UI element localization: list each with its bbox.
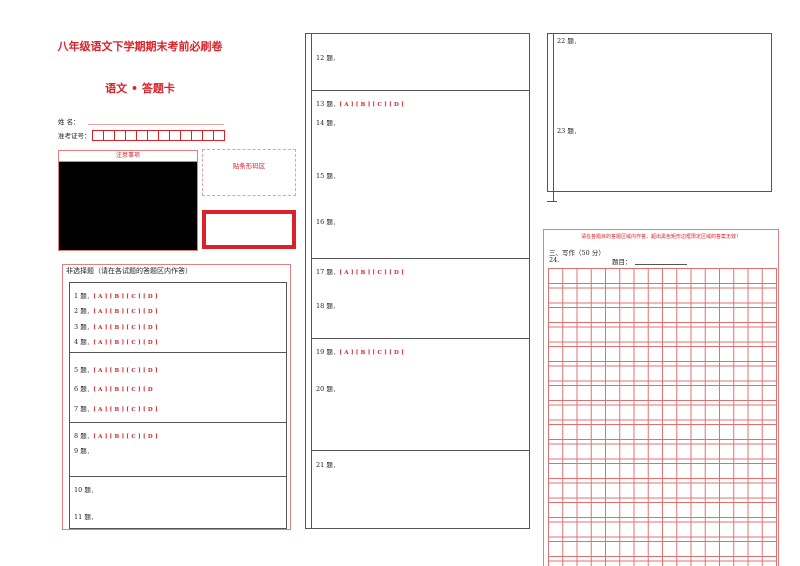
question-12[interactable]: 12 题． [316, 54, 340, 62]
notice-title: 注意事项 [59, 151, 197, 162]
question-19[interactable]: 19 题．[ A ] [ B ] [ C ] [ D ] [316, 346, 404, 356]
question-11[interactable]: 11 题． [74, 513, 98, 521]
answer-options[interactable]: [ A ] [ B ] [ C ] [ D ] [93, 294, 158, 300]
divider [69, 352, 287, 353]
question-label: 7 题． [74, 405, 94, 413]
mcq-section: 非选择题（请在各试题的答题区内作答） [62, 264, 291, 530]
topic-field[interactable] [635, 264, 687, 265]
question-label: 19 题． [316, 348, 340, 356]
name-field[interactable] [88, 124, 224, 125]
question-6[interactable]: 6 题．[ A ] [ B ] [ C ] [ D [74, 383, 153, 393]
answer-options[interactable]: [ A ] [ B ] [ C ] [ D ] [93, 368, 158, 374]
column-2-box [311, 33, 530, 529]
question-label: 3 题． [74, 323, 94, 331]
exam-no-label: 准考证号： [58, 132, 91, 140]
question-3[interactable]: 3 题．[ A ] [ B ] [ C ] [ D ] [74, 321, 158, 331]
answer-options[interactable]: [ A ] [ B ] [ C ] [ D ] [339, 350, 404, 356]
barcode-area: 贴条形码区 [202, 149, 296, 196]
question-24-label: 24. [549, 256, 560, 264]
divider [69, 476, 287, 477]
name-label: 姓 名： [58, 118, 80, 126]
divider [69, 422, 287, 423]
topic-label: 题目： [612, 258, 632, 266]
question-15[interactable]: 15 题． [316, 172, 340, 180]
question-9[interactable]: 9 题． [74, 447, 94, 455]
answer-options[interactable]: [ A ] [ B ] [ C ] [ D ] [93, 309, 158, 315]
answer-options[interactable]: [ A ] [ B ] [ C ] [ D ] [93, 434, 158, 440]
question-20[interactable]: 20 题． [316, 385, 340, 393]
question-label: 8 题． [74, 432, 94, 440]
column-3-inner-edge [553, 33, 554, 201]
notice-content-block [59, 162, 197, 250]
composition-grid[interactable] [548, 268, 777, 566]
writing-warning: 请在各题目的答题区域内作答，超出黑色矩形边框限定区域的答案无效！ [580, 234, 741, 240]
absent-mark-box[interactable] [202, 210, 296, 249]
question-5[interactable]: 5 题．[ A ] [ B ] [ C ] [ D ] [74, 364, 158, 374]
question-22[interactable]: 22 题． [557, 37, 581, 45]
page-title: 八年级语文下学期期末考前必刷卷 [57, 40, 223, 53]
question-label: 1 题． [74, 292, 94, 300]
question-10[interactable]: 10 题． [74, 486, 98, 494]
question-label: 2 题． [74, 307, 94, 315]
question-14[interactable]: 14 题． [316, 119, 340, 127]
writing-section [543, 229, 779, 566]
answer-options[interactable]: [ A ] [ B ] [ C ] [ D ] [339, 270, 404, 276]
question-16[interactable]: 16 题． [316, 218, 340, 226]
question-label: 4 题． [74, 338, 94, 346]
question-21[interactable]: 21 题． [316, 461, 340, 469]
question-label: 5 题． [74, 366, 94, 374]
question-7[interactable]: 7 题．[ A ] [ B ] [ C ] [ D ] [74, 403, 158, 413]
column-3-box [547, 33, 772, 192]
mcq-section-title: 非选择题（请在各试题的答题区内作答） [66, 267, 192, 275]
divider [311, 338, 530, 339]
column-2-outer-edge [305, 33, 311, 529]
question-17[interactable]: 17 题．[ A ] [ B ] [ C ] [ D ] [316, 266, 404, 276]
answer-options[interactable]: [ A ] [ B ] [ C ] [ D ] [339, 102, 404, 108]
question-4[interactable]: 4 题．[ A ] [ B ] [ C ] [ D ] [74, 336, 158, 346]
question-18[interactable]: 18 题． [316, 302, 340, 310]
divider [311, 90, 530, 91]
notice-box: 注意事项 [58, 150, 198, 251]
writing-section-title: 三、写作（50 分） [549, 249, 605, 257]
answer-options[interactable]: [ A ] [ B ] [ C ] [ D ] [93, 407, 158, 413]
question-8[interactable]: 8 题．[ A ] [ B ] [ C ] [ D ] [74, 430, 158, 440]
question-2[interactable]: 2 题．[ A ] [ B ] [ C ] [ D ] [74, 305, 158, 315]
answer-options[interactable]: [ A ] [ B ] [ C ] [ D [93, 387, 153, 393]
mcq-answer-box [69, 282, 287, 529]
answer-options[interactable]: [ A ] [ B ] [ C ] [ D ] [93, 325, 158, 331]
divider [311, 450, 530, 451]
question-1[interactable]: 1 题．[ A ] [ B ] [ C ] [ D ] [74, 290, 158, 300]
divider [311, 258, 530, 259]
question-label: 17 题． [316, 268, 340, 276]
page-subtitle: 语文 • 答题卡 [105, 82, 175, 95]
question-label: 13 题． [316, 100, 340, 108]
question-23[interactable]: 23 题． [557, 127, 581, 135]
exam-no-cells[interactable] [92, 130, 225, 141]
divider [547, 201, 557, 202]
barcode-label: 贴条形码区 [232, 162, 266, 170]
question-label: 6 题． [74, 385, 94, 393]
answer-options[interactable]: [ A ] [ B ] [ C ] [ D ] [93, 340, 158, 346]
question-13[interactable]: 13 题．[ A ] [ B ] [ C ] [ D ] [316, 98, 404, 108]
